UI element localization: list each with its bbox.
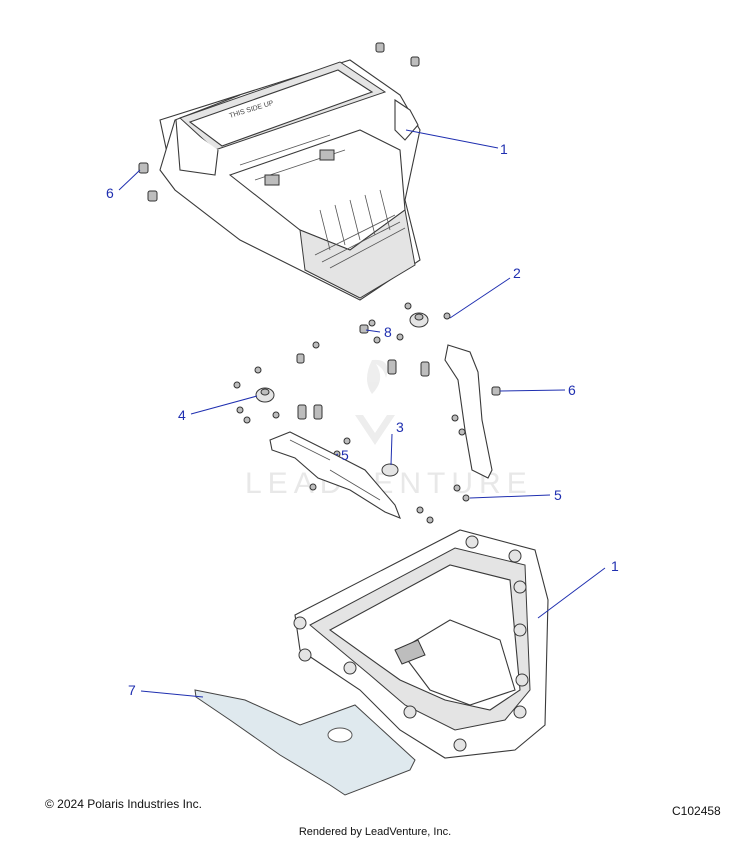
callout-7: 7 [128, 682, 136, 698]
part-mat-pad [194, 689, 416, 796]
callout-3: 3 [396, 419, 404, 435]
callout-5-right: 5 [554, 487, 562, 503]
callout-6-right: 6 [568, 382, 576, 398]
copyright-text: © 2024 Polaris Industries Inc. [45, 797, 202, 811]
part-upper-storage-frame: THIS SIDE UP [159, 59, 421, 301]
callout-1-lower: 1 [611, 558, 619, 574]
leadventure-watermark: LEADVENTURE [245, 359, 527, 500]
right-bracket [444, 344, 493, 479]
screw-icon [410, 56, 420, 67]
small-screw-icon [233, 302, 470, 524]
part-lower-storage-bin [293, 529, 549, 759]
callout-5-left: 5 [341, 447, 349, 463]
clip-icon [138, 162, 149, 174]
grommet-icon [381, 463, 399, 477]
middle-hardware [233, 302, 501, 524]
screw-icon [375, 42, 385, 53]
callout-8: 8 [384, 324, 392, 340]
top-fasteners [138, 42, 420, 202]
callout-6-left: 6 [106, 185, 114, 201]
leader-lines [118, 129, 606, 698]
callout-4: 4 [178, 407, 186, 423]
callout-1-upper: 1 [500, 141, 508, 157]
callout-labels: 1 6 2 8 6 4 3 5 5 1 7 [106, 141, 619, 698]
left-bracket [269, 431, 401, 519]
callout-2: 2 [513, 265, 521, 281]
rendered-by-text: Rendered by LeadVenture, Inc. [298, 826, 452, 838]
diagram-id: C102458 [672, 804, 721, 818]
clip-icon [491, 386, 501, 396]
bin-mount-bosses [293, 535, 529, 752]
clip-icon [147, 190, 158, 202]
spring-bolt-icon [296, 324, 430, 420]
